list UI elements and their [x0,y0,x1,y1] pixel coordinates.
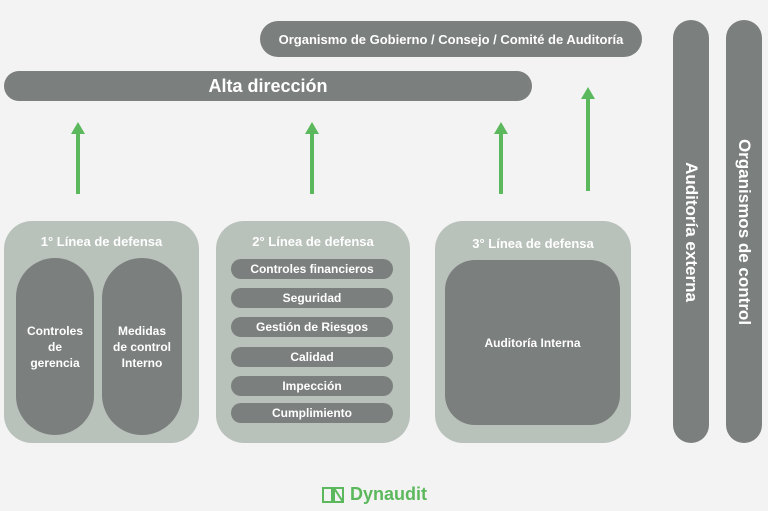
arrow-up-icon [71,122,85,194]
list-item: Impección [231,376,393,396]
arrow-up-icon [494,122,508,194]
first-line-title: 1° Línea de defensa [40,234,163,249]
control-bodies-bar: Organismos de control [726,20,762,443]
external-audit-label: Auditoría externa [682,161,701,302]
management-controls-label: Controles de gerencia [26,323,83,370]
first-line-panel: 1° Línea de defensa Controles de gerenci… [4,221,199,443]
list-item: Gestión de Riesgos [231,317,393,337]
arrow-up-icon [581,87,595,191]
second-line-title: 2° Línea de defensa [252,234,374,249]
senior-management-bar: Alta dirección [4,71,532,101]
management-controls-block: Controles de gerencia [16,258,94,435]
internal-audit-block: Auditoría Interna [445,260,620,425]
external-audit-bar: Auditoría externa [673,20,709,443]
third-line-panel: 3° Línea de defensa Auditoría Interna [435,221,631,443]
dynaudit-logo: Dynaudit [322,484,427,505]
governance-bar: Organismo de Gobierno / Consejo / Comité… [260,21,642,57]
internal-control-block: Medidas de control Interno [102,258,182,435]
internal-audit-label: Auditoría Interna [484,335,581,350]
senior-management-label: Alta dirección [208,75,328,96]
internal-control-label: Medidas de control Interno [112,323,171,370]
control-bodies-label: Organismos de control [735,138,754,325]
list-item: Calidad [231,347,393,367]
brand-name: Dynaudit [350,484,428,504]
list-item: Seguridad [231,288,393,308]
list-item: Cumplimiento [231,403,393,423]
arrow-up-icon [305,122,319,194]
list-item: Controles financieros [231,259,393,279]
second-line-panel: 2° Línea de defensa Controles financiero… [216,221,410,443]
dynaudit-logo-icon [322,486,344,503]
governance-label: Organismo de Gobierno / Consejo / Comité… [278,31,624,47]
third-line-title: 3° Línea de defensa [472,236,594,251]
